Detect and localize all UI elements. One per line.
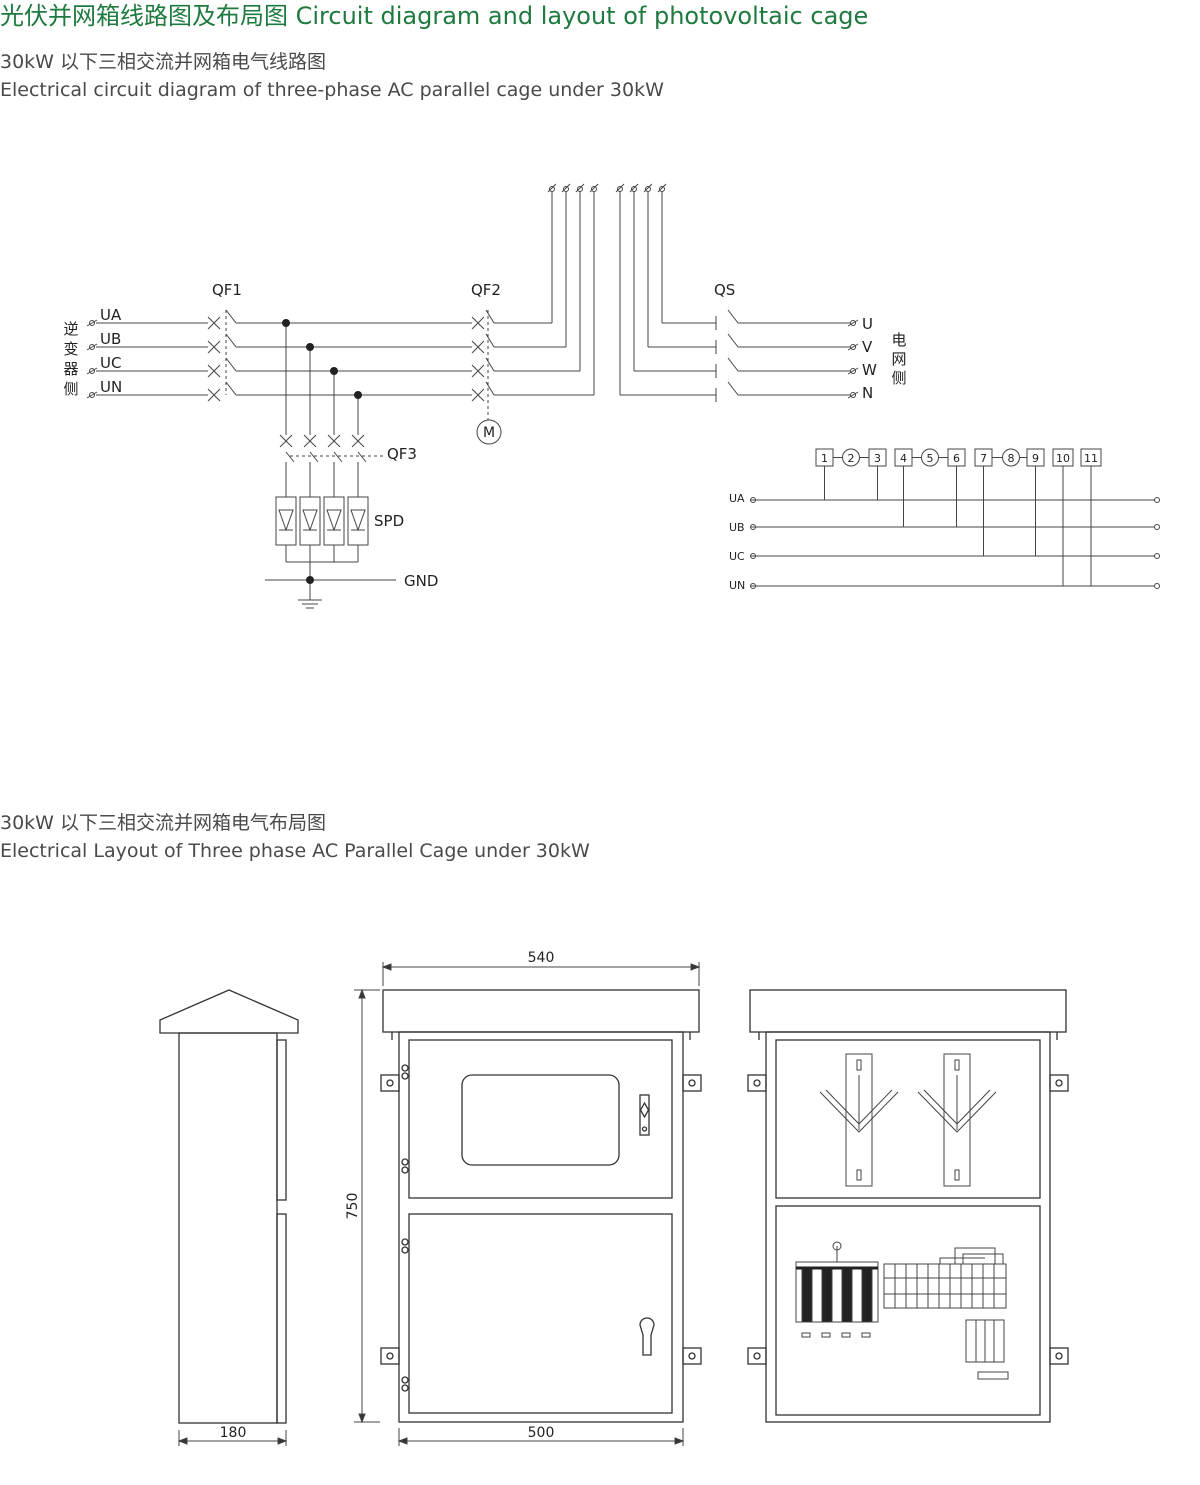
circuit-title-cn: 30kW 以下三相交流并网箱电气线路图 (0, 51, 327, 73)
terminal-6: 6 (953, 452, 960, 465)
input-line-uc: UC (100, 354, 121, 372)
terminal-2: 2 (848, 452, 855, 465)
layout-title-en: Electrical Layout of Three phase AC Para… (0, 840, 590, 862)
terminal-block: 1 2 3 4 5 6 7 8 9 10 11 UA UB UC UN (729, 448, 1160, 592)
layout-drawing: 180 540 (159, 950, 1069, 1446)
terminal-line-ua: UA (729, 492, 745, 505)
inverter-side-char-1: 逆 (63, 320, 78, 338)
disconnect-switches (819, 1053, 997, 1187)
layout-title-cn: 30kW 以下三相交流并网箱电气布局图 (0, 812, 327, 834)
input-line-ua: UA (100, 306, 122, 324)
gnd-label: GND (404, 572, 438, 590)
qf3-label: QF3 (387, 445, 417, 463)
input-line-ub: UB (100, 330, 121, 348)
page-title: 光伏并网箱线路图及布局图 Circuit diagram and layout … (0, 2, 869, 30)
width-top-dimension: 540 (528, 950, 555, 966)
circuit-title-en: Electrical circuit diagram of three-phas… (0, 79, 664, 101)
input-line-un: UN (100, 378, 122, 396)
grid-side-char-3: 侧 (891, 369, 906, 387)
terminal-line-uc: UC (729, 550, 745, 563)
output-line-v: V (862, 338, 873, 356)
depth-dimension: 180 (220, 1425, 247, 1441)
terminal-3: 3 (874, 452, 881, 465)
terminal-line-un: UN (729, 579, 745, 592)
front-view (380, 989, 702, 1423)
grid-side-char-1: 电 (891, 331, 906, 349)
inverter-side-char-2: 变 (63, 340, 78, 358)
terminal-9: 9 (1032, 452, 1039, 465)
output-line-n: N (862, 384, 873, 402)
terminal-4: 4 (900, 452, 907, 465)
qs-label: QS (714, 281, 735, 299)
main-breaker (795, 1241, 879, 1338)
terminal-10: 10 (1056, 452, 1070, 465)
grid-side-char-2: 网 (891, 350, 906, 368)
qf2-label: QF2 (471, 281, 501, 299)
circuit-diagram: 逆 变 器 侧 UA UB UC UN QF1 QF2 QS QF3 SPD G… (63, 183, 1160, 609)
terminal-11: 11 (1084, 452, 1098, 465)
terminal-strip (883, 1247, 1009, 1380)
terminal-1: 1 (821, 452, 828, 465)
width-bottom-dimension: 500 (528, 1425, 555, 1441)
output-line-u: U (862, 315, 873, 333)
motor-label: M (483, 425, 495, 441)
inverter-side-char-4: 侧 (63, 380, 78, 398)
height-dimension: 750 (345, 1193, 361, 1220)
terminal-line-ub: UB (729, 521, 745, 534)
spd-label: SPD (374, 512, 404, 530)
motor-symbol (476, 419, 502, 445)
terminal-7: 7 (980, 452, 987, 465)
terminal-5: 5 (927, 452, 934, 465)
output-line-w: W (862, 361, 877, 379)
inverter-side-char-3: 器 (63, 360, 78, 378)
terminal-8: 8 (1008, 452, 1015, 465)
qf1-label: QF1 (212, 281, 242, 299)
internal-view (747, 989, 1069, 1423)
side-view (159, 989, 299, 1424)
